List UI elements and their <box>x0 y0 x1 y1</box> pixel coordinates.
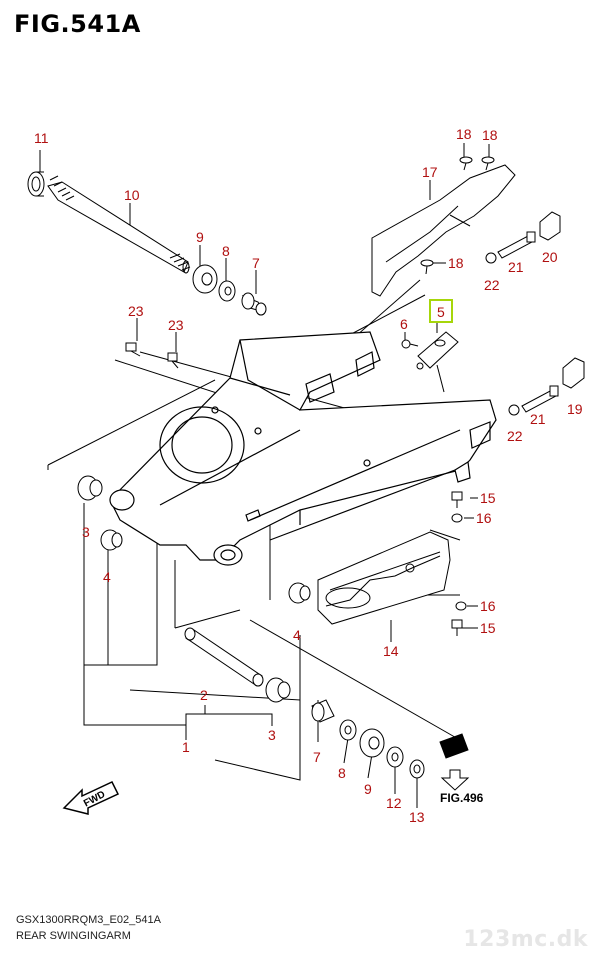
diagram-code: GSX1300RRQM3_E02_541A <box>16 914 161 926</box>
callout-1: 1 <box>182 739 190 755</box>
callout-15: 15 <box>480 490 496 506</box>
bolt-21-upper <box>497 231 536 259</box>
collar-9 <box>192 264 218 294</box>
callout-17: 17 <box>422 164 438 180</box>
bearing-4-right <box>288 582 311 604</box>
callout-18: 18 <box>448 255 464 271</box>
callout-8: 8 <box>222 243 230 259</box>
adjuster-block-19 <box>562 357 585 389</box>
down-arrow-icon <box>440 769 470 791</box>
oil-seal-11 <box>27 171 45 197</box>
spacer-7-upper <box>241 292 267 316</box>
adjuster-block-20 <box>539 211 561 241</box>
callout-18: 18 <box>456 126 472 142</box>
callout-15: 15 <box>480 620 496 636</box>
bolt-15-lower <box>451 619 463 636</box>
spacer-7-lower <box>311 699 335 723</box>
nut-22-upper <box>485 252 497 264</box>
callout-23: 23 <box>128 303 144 319</box>
callout-16: 16 <box>480 598 496 614</box>
svg-text:FIG.496: FIG.496 <box>440 791 484 805</box>
callout-21: 21 <box>508 259 524 275</box>
collar-9-lower <box>359 728 385 758</box>
nut-13 <box>409 759 425 779</box>
pivot-shaft-10 <box>47 175 191 274</box>
callout-22: 22 <box>484 277 500 293</box>
callout-13: 13 <box>409 809 425 825</box>
figure-title: FIG.541A <box>14 10 141 38</box>
fig-ref-part <box>439 733 469 759</box>
bolt-21-lower <box>521 385 559 413</box>
callout-9: 9 <box>196 229 204 245</box>
fig-ref-label: FIG.496 <box>440 791 484 805</box>
spacer-tube-2 <box>184 627 264 687</box>
callout-6: 6 <box>400 316 408 332</box>
collar-16-lower <box>455 601 467 611</box>
screw-18-a <box>459 156 473 171</box>
callout-3: 3 <box>268 727 276 743</box>
callout-19: 19 <box>567 401 583 417</box>
washer-12 <box>386 746 404 768</box>
callout-23: 23 <box>168 317 184 333</box>
screw-18-c <box>420 259 434 275</box>
callout-14: 14 <box>383 643 399 659</box>
fwd-label: FWD <box>82 789 107 809</box>
nut-22-lower <box>508 404 520 416</box>
bearing-4-left <box>100 529 123 551</box>
chain-cover-17 <box>371 164 516 297</box>
callout-4: 4 <box>293 627 301 643</box>
callout-labels: 11 10 9 8 7 23 23 18 18 17 18 21 20 22 5… <box>34 126 583 825</box>
callout-9: 9 <box>364 781 372 797</box>
callout-4: 4 <box>103 569 111 585</box>
washer-8 <box>218 280 236 302</box>
callout-2: 2 <box>200 687 208 703</box>
screw-18-b <box>481 156 495 171</box>
callout-21: 21 <box>530 411 546 427</box>
bolt-23-left <box>125 342 141 357</box>
bearing-3-right <box>265 677 291 703</box>
collar-16-upper <box>451 513 463 523</box>
callout-22: 22 <box>507 428 523 444</box>
callout-16: 16 <box>476 510 492 526</box>
callout-11: 11 <box>34 130 49 146</box>
bracket-5 <box>416 331 459 370</box>
bolt-23-right <box>167 352 179 369</box>
callout-10: 10 <box>124 187 140 203</box>
callout-5: 5 <box>437 304 445 320</box>
bearing-3-left <box>77 475 103 501</box>
callout-12: 12 <box>386 795 402 811</box>
diagram-subtitle: REAR SWINGINGARM <box>16 930 131 942</box>
svg-text:FWD: FWD <box>82 789 107 809</box>
fwd-arrow-icon <box>62 781 120 815</box>
callout-8: 8 <box>338 765 346 781</box>
washer-8-lower <box>339 719 357 741</box>
highlight-box <box>429 299 453 323</box>
callout-7: 7 <box>252 255 260 271</box>
watermark-logo: 123mc.dk <box>463 927 588 952</box>
callout-20: 20 <box>542 249 558 265</box>
callout-18: 18 <box>482 127 498 143</box>
bolt-6 <box>401 339 419 349</box>
callout-7: 7 <box>313 749 321 765</box>
swingarm-1 <box>109 331 497 566</box>
bolt-15-upper <box>451 491 463 508</box>
chain-buffer-14 <box>317 531 451 625</box>
callout-3: 3 <box>82 524 90 540</box>
